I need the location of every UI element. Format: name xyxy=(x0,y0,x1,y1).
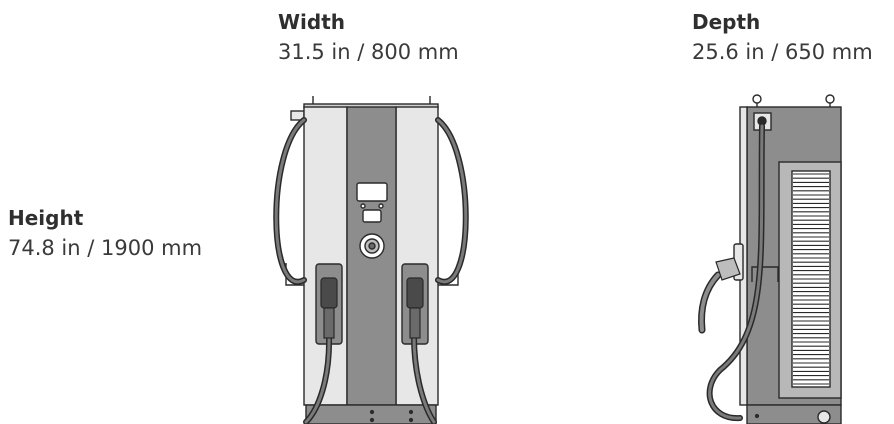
height-value: 74.8 in / 1900 mm xyxy=(8,236,203,260)
charging-connector-icon xyxy=(715,257,741,281)
cable-icon xyxy=(273,117,469,424)
width-dimension: Width 31.5 in / 800 mm xyxy=(278,10,459,65)
height-dimension: Height 74.8 in / 1900 mm xyxy=(8,206,202,261)
depth-label: Depth xyxy=(692,10,761,34)
charging-connector-icon xyxy=(320,277,424,339)
cable-icon xyxy=(698,123,765,422)
depth-value: 25.6 in / 650 mm xyxy=(692,40,873,64)
height-label: Height xyxy=(8,206,84,230)
width-value: 31.5 in / 800 mm xyxy=(278,40,459,64)
charger-front-view xyxy=(285,96,459,424)
depth-dimension: Depth 25.6 in / 650 mm xyxy=(692,10,873,65)
width-label: Width xyxy=(278,10,346,34)
charger-side-view xyxy=(733,94,842,424)
vent-grille xyxy=(793,173,829,385)
